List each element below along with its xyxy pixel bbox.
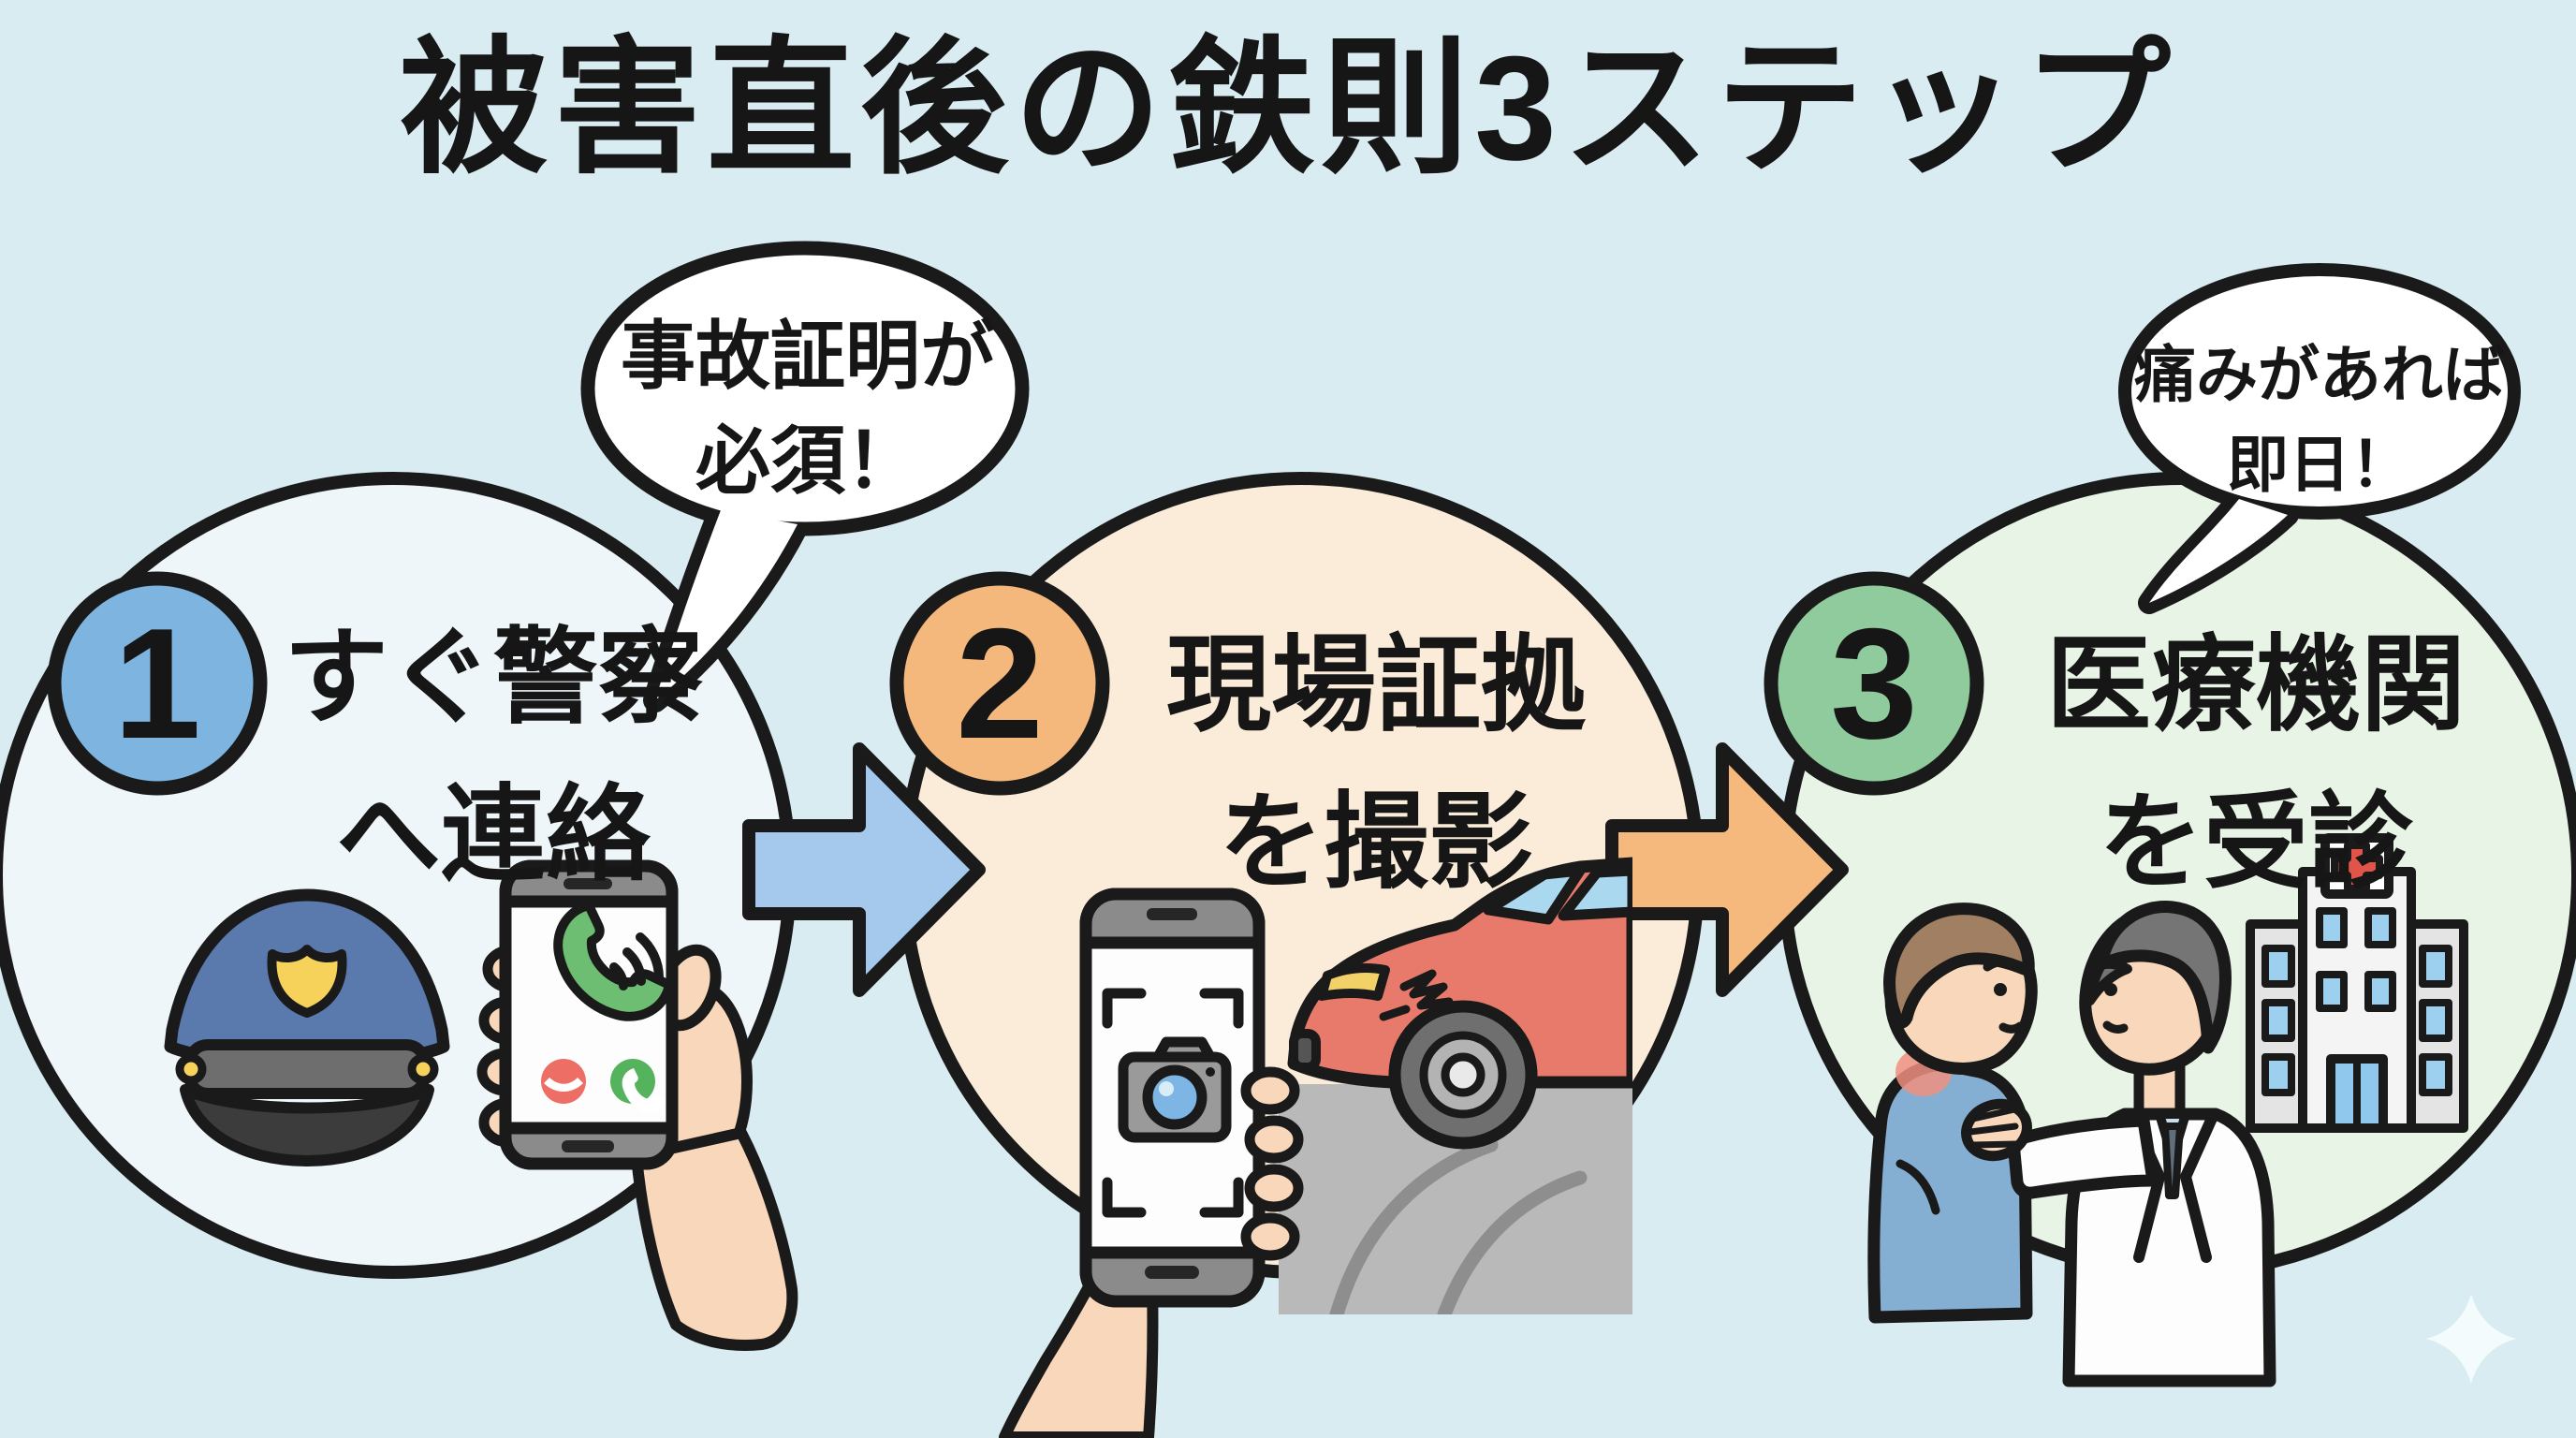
step2-number: 2 <box>956 594 1044 771</box>
step2-label-line2: を撮影 <box>1219 784 1533 901</box>
step2-number-badge <box>889 571 1110 796</box>
phone-call-icon <box>476 859 798 1351</box>
police-cap-icon <box>164 888 450 1167</box>
step3-label: 医療機関 を受診 <box>1975 607 2537 921</box>
damaged-car-icon <box>1279 857 1632 1314</box>
step3-bubble-line2: 即日！ <box>2227 430 2412 499</box>
step3-label-line1: 医療機関 <box>2046 626 2466 743</box>
step1-label-line1: すぐ警察 <box>284 619 703 736</box>
sparkle-icon <box>2426 1294 2516 1384</box>
step1-number-badge <box>47 571 268 796</box>
step1-bubble-line1: 事故証明が <box>621 315 995 398</box>
step1-label: すぐ警察 へ連絡 <box>212 599 774 914</box>
page-title: 被害直後の鉄則3ステップ <box>400 26 2176 191</box>
speech-bubble-step1 <box>580 241 1030 712</box>
doctor-patient-icon <box>1867 901 2276 1387</box>
step1-bubble-text: 事故証明が 必須！ <box>597 304 1018 514</box>
step1-label-line2: へ連絡 <box>336 776 651 893</box>
speech-bubble-step3 <box>2118 263 2521 614</box>
step2-label: 現場証拠 を撮影 <box>1095 607 1657 921</box>
camera-phone-icon <box>999 888 1304 1438</box>
step3-bubble-line1: 痛みがあれば <box>2134 340 2505 409</box>
step3-number-badge <box>1764 571 1984 796</box>
step1-bubble-line2: 必須！ <box>695 419 920 503</box>
step3-bubble-text: 痛みがあれば 即日！ <box>2132 330 2507 509</box>
arrow-step1-to-step2 <box>742 742 986 997</box>
step2-label-line1: 現場証拠 <box>1166 626 1586 743</box>
hospital-icon <box>2246 833 2468 1133</box>
step1-number: 1 <box>113 594 201 771</box>
step3-label-line2: を受診 <box>2099 784 2413 901</box>
step3-number: 3 <box>1830 594 1918 771</box>
